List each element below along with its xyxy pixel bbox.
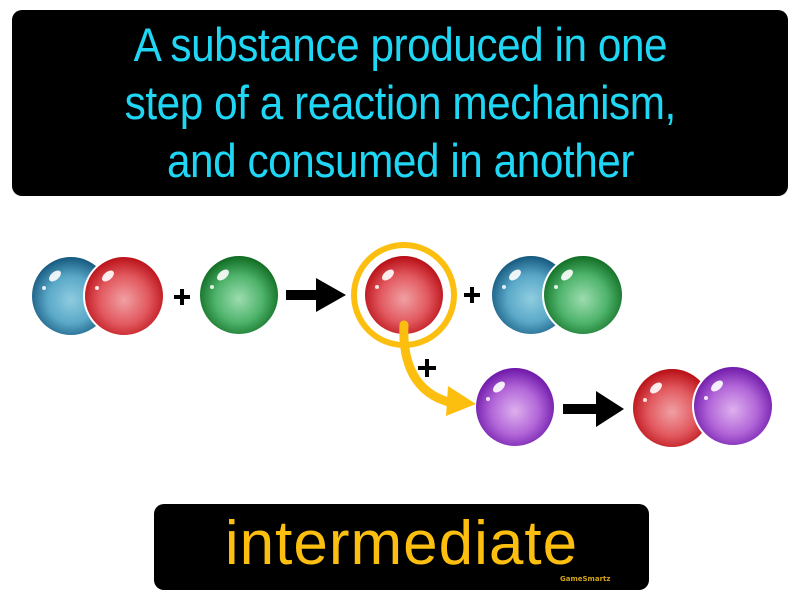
- purple-atom: [476, 368, 554, 446]
- green-atom: [542, 254, 624, 336]
- term-label: intermediate: [224, 509, 579, 578]
- reaction-arrow-icon: [563, 391, 624, 427]
- consumed-curved-arrow-icon: [399, 320, 476, 416]
- reaction-arrow-icon: [286, 278, 346, 312]
- purple-atom: [692, 365, 774, 447]
- plus-icon: [418, 359, 436, 377]
- red-atom: [83, 255, 165, 337]
- term-box: intermediate GameSmartz: [154, 504, 649, 590]
- red-atom: [633, 369, 711, 447]
- definition-line-2: step of a reaction mechanism,: [124, 76, 676, 129]
- brand-watermark: GameSmartz: [560, 575, 611, 583]
- definition-box: A substance produced in one step of a re…: [12, 10, 788, 196]
- definition-line-3: and consumed in another: [166, 134, 634, 187]
- plus-icon: [174, 289, 190, 305]
- definition-line-1: A substance produced in one: [133, 18, 667, 71]
- intermediate-red-atom: [365, 256, 443, 334]
- green-atom: [200, 256, 278, 334]
- plus-icon: [464, 287, 480, 303]
